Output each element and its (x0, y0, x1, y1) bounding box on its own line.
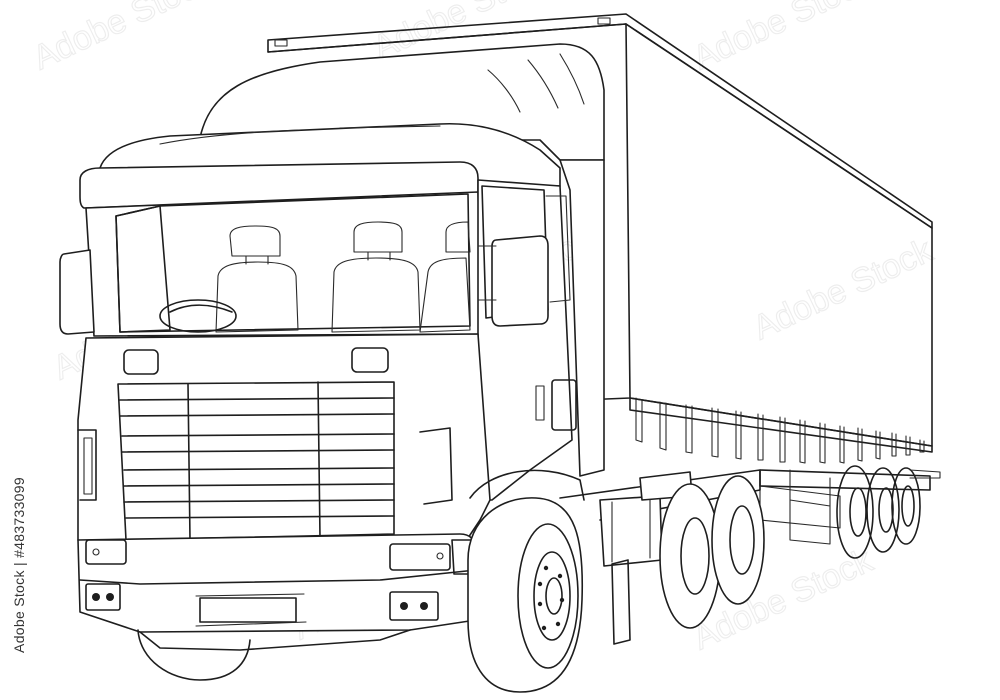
upper-light (351, 347, 389, 373)
seat (215, 225, 299, 333)
tractor-chassis (559, 469, 765, 645)
trailer-bottom-rail (629, 397, 933, 453)
fog-light-right (389, 591, 439, 621)
trailer-wheel (866, 467, 900, 553)
stock-id-label: Adobe Stock | #483733099 (4, 470, 34, 660)
seat (419, 221, 471, 333)
steering-wheel (159, 299, 237, 333)
headlight-bulb (436, 552, 444, 560)
side-guard (759, 485, 841, 529)
fuel-tank (599, 495, 663, 567)
marker-light (597, 17, 611, 25)
fog-light-left (85, 583, 121, 611)
front-wheel-left (137, 629, 251, 681)
mud-flap (611, 559, 631, 645)
cab-front (77, 333, 491, 555)
headlight-bulb (92, 548, 100, 556)
landing-gear (789, 469, 831, 545)
watermark-text: Adobe Stock (687, 0, 879, 77)
trailer (267, 13, 941, 559)
door-handle-panel (551, 379, 577, 431)
side-step (419, 427, 453, 505)
front-wheel-right (467, 469, 585, 693)
side-step (77, 429, 97, 501)
drive-wheel (711, 475, 765, 605)
headlight-left (85, 539, 127, 565)
watermark-text: Adobe Stock (747, 231, 939, 347)
a-pillar (115, 205, 171, 333)
trailer-wheel (891, 467, 921, 545)
trailer-wheel (836, 465, 874, 559)
upper-light (123, 349, 159, 375)
stock-id-text: Adobe Stock | #483733099 (11, 477, 27, 653)
cab (59, 43, 605, 651)
front-bumper (77, 533, 477, 633)
curtain-straps (635, 397, 925, 464)
lower-spoiler (139, 629, 411, 651)
drive-wheel (659, 483, 721, 629)
headlight-right (389, 543, 451, 571)
license-plate (199, 597, 297, 623)
side-mirror-right (491, 235, 549, 327)
marker-light (274, 39, 288, 47)
grille (117, 381, 395, 541)
cab-door (477, 179, 573, 501)
side-mirror-left (59, 249, 95, 335)
watermark-text: Adobe Stock (27, 0, 219, 77)
rear-bumper (909, 469, 941, 479)
trailer-front (267, 23, 631, 401)
cab-rear-side (559, 159, 605, 477)
seat (331, 221, 421, 333)
trailer-side (625, 23, 933, 447)
wheel-arch (469, 469, 585, 501)
